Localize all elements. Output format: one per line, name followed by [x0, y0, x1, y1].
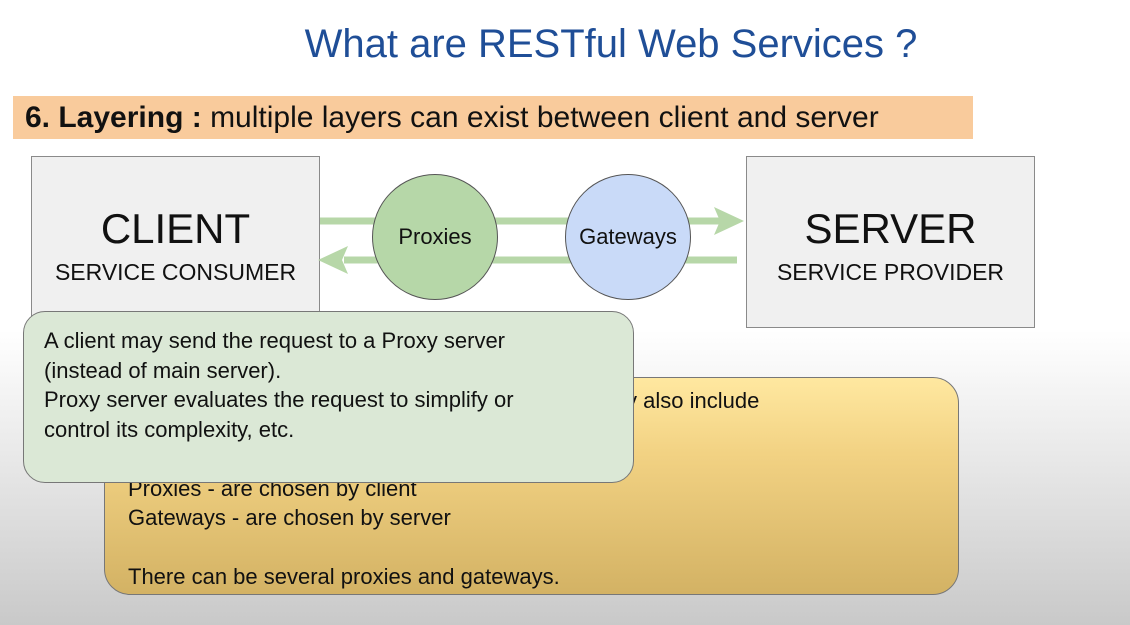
request-arrow-head [714, 207, 744, 235]
client-subtitle: SERVICE CONSUMER [54, 259, 297, 285]
layering-banner: 6. Layering : multiple layers can exist … [13, 96, 973, 139]
response-arrow-head [318, 246, 348, 274]
yellow-note-several-line: There can be several proxies and gateway… [128, 564, 560, 589]
yellow-note-gateways-line: Gateways - are chosen by server [128, 505, 451, 530]
banner-heading: 6. Layering : [25, 101, 202, 134]
server-subtitle: SERVICE PROVIDER [776, 259, 1005, 285]
green-note-line: Proxy server evaluates the request to si… [44, 387, 514, 412]
server-title: SERVER [804, 205, 977, 252]
server-box: SERVER SERVICE PROVIDER [746, 156, 1035, 328]
gateways-label: Gateways [579, 224, 677, 249]
green-note-line: A client may send the request to a Proxy… [44, 328, 506, 353]
proxies-label: Proxies [398, 224, 472, 249]
green-note: A client may send the request to a Proxy… [23, 311, 634, 483]
slide-title: What are RESTful Web Services ? [304, 22, 918, 66]
gateways-node: Gateways [565, 174, 691, 300]
banner-text: multiple layers can exist between client… [210, 101, 879, 134]
green-note-line: control its complexity, etc. [44, 416, 295, 442]
yellow-note-partial-line: y also include [626, 388, 760, 413]
green-note-line: (instead of main server). [44, 357, 282, 383]
client-title: CLIENT [100, 205, 251, 252]
proxies-node: Proxies [372, 174, 498, 300]
